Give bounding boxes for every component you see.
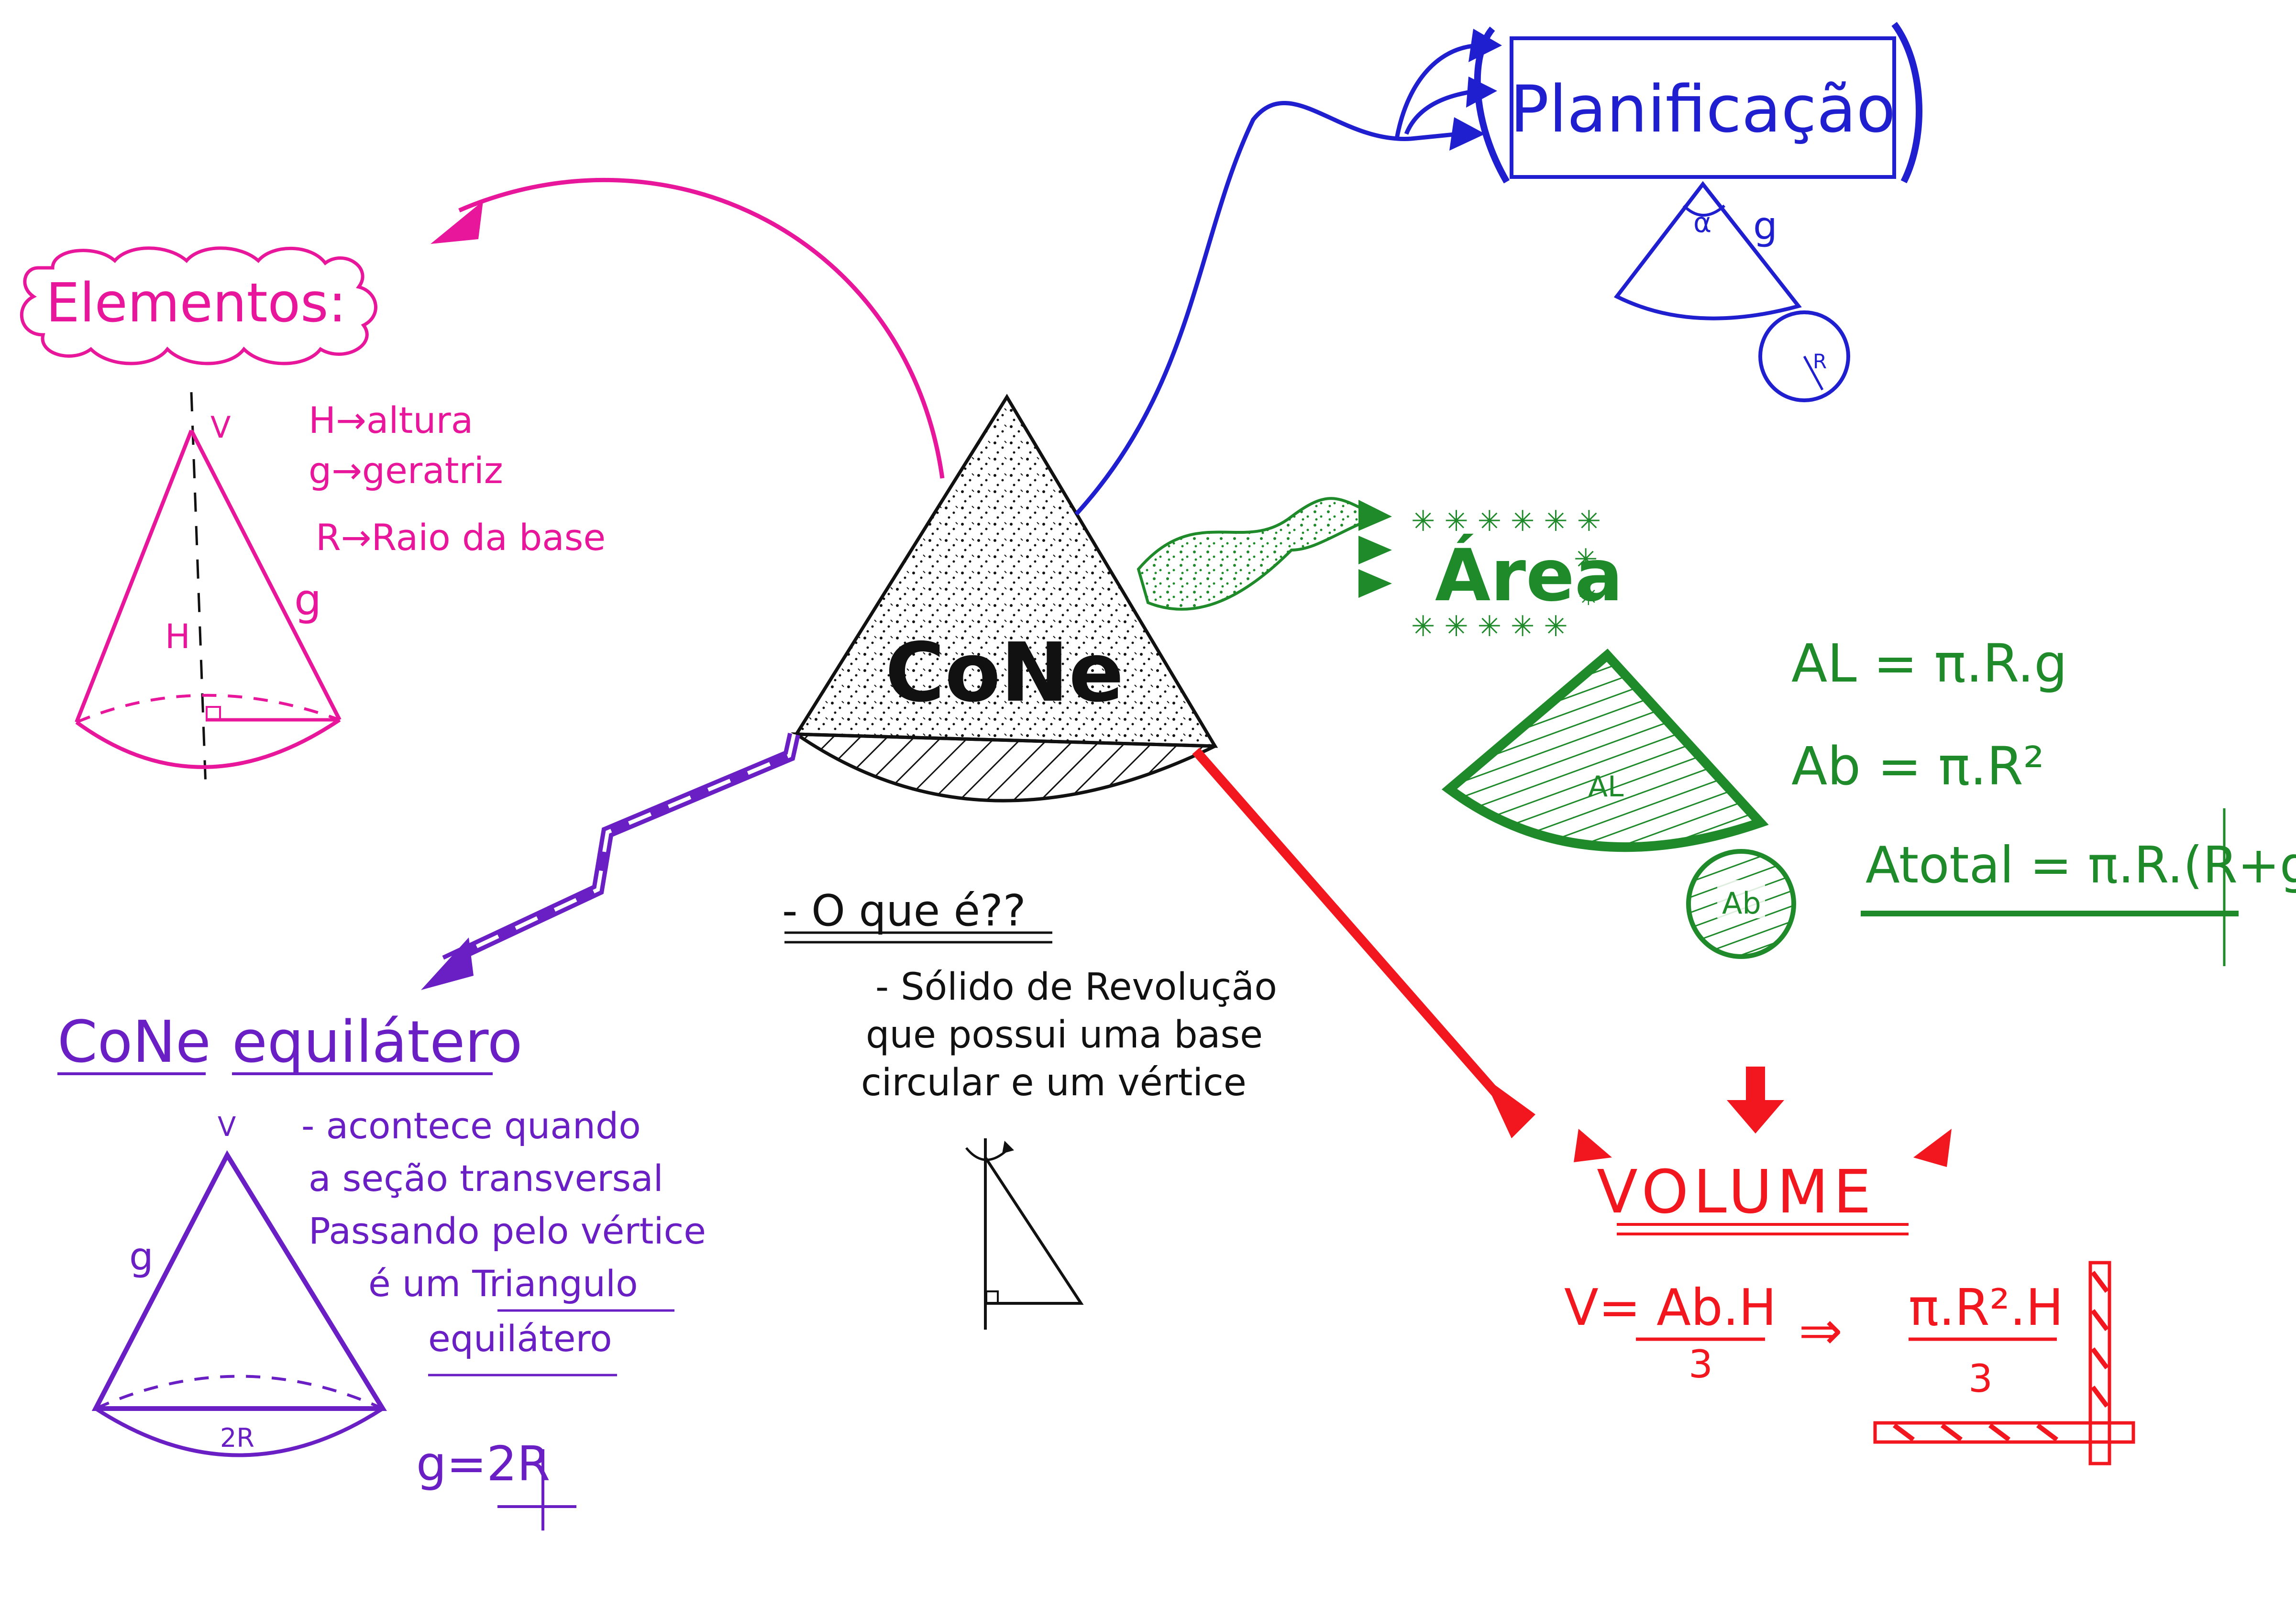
equilatero-result: g=2R xyxy=(416,1436,550,1492)
label-alpha: α xyxy=(1693,206,1711,239)
label-g: g xyxy=(294,575,321,625)
red-connector xyxy=(1192,748,1506,1103)
equilatero-title-part2: equilátero xyxy=(232,1009,522,1076)
elementos-item-2: g→geratriz xyxy=(309,449,503,492)
revolution-triangle xyxy=(984,1156,1084,1305)
svg-text:✳: ✳ xyxy=(1574,543,1598,576)
red-main-arrowhead xyxy=(1483,1076,1535,1138)
central-cone: CoNe xyxy=(791,394,1218,803)
elementos-cloud xyxy=(20,246,377,365)
cone-base-front xyxy=(75,718,341,769)
oque-answer-2: que possui uma base xyxy=(866,1013,1263,1057)
red-arrow-left xyxy=(1574,1129,1612,1162)
label-v-eq: V xyxy=(218,1112,236,1143)
label-al: AL xyxy=(1588,770,1624,804)
base-circle xyxy=(1758,310,1850,402)
equilatero-line-1: - acontece quando xyxy=(301,1104,641,1147)
label-ab: Ab xyxy=(1722,886,1761,921)
volume-formula-right-top: π.R².H xyxy=(1909,1278,2064,1337)
planificacao-branch: Planificação α g R xyxy=(1074,22,1922,516)
equilatero-branch: CoNe equilátero V g 2R - acontece quando… xyxy=(57,733,800,1531)
svg-text:✳: ✳ xyxy=(1578,583,1599,611)
label-g-plan: g xyxy=(1753,204,1777,248)
red-arrow-right xyxy=(1913,1129,1952,1167)
elementos-item-1: H→altura xyxy=(309,399,473,441)
area-wave-connector xyxy=(1137,497,1381,611)
svg-text:✳ ✳ ✳ ✳ ✳ ✳: ✳ ✳ ✳ ✳ ✳ ✳ xyxy=(1411,505,1601,538)
purple-arrowhead xyxy=(421,937,474,990)
purple-connector xyxy=(442,733,800,967)
label-r-plan: R xyxy=(1813,350,1827,373)
oque-answer-1: - Sólido de Revolução xyxy=(875,966,1277,1009)
elementos-title: Elementos: xyxy=(46,272,346,334)
oque-answer-3: circular e um vértice xyxy=(861,1061,1247,1104)
result-box-horizontal xyxy=(1873,1421,2135,1444)
label-h: H xyxy=(165,617,190,656)
oque-branch: - O que é?? - Sólido de Revolução que po… xyxy=(782,886,1277,1330)
blue-arrowhead-3 xyxy=(1449,117,1485,151)
right-angle-mark xyxy=(206,706,221,720)
label-diameter: 2R xyxy=(220,1423,254,1453)
elementos-item-3: R→Raio da base xyxy=(316,516,606,559)
planificacao-scroll xyxy=(1510,36,1896,179)
svg-text:✳ ✳ ✳ ✳ ✳: ✳ ✳ ✳ ✳ ✳ xyxy=(1411,610,1568,643)
planificacao-title: Planificação xyxy=(1510,72,1896,147)
formula-lateral: AL = π.R.g xyxy=(1791,633,2067,694)
volume-branch: VOLUME V= Ab.H 3 ⇒ π.R².H 3 xyxy=(1192,748,2135,1465)
pink-arrowhead xyxy=(430,201,483,244)
equilatero-line-3: Passando pelo vértice xyxy=(309,1210,706,1252)
area-title: Área xyxy=(1435,534,1623,617)
cone-base-back xyxy=(76,694,341,724)
equilatero-line-5: equilátero xyxy=(428,1317,612,1360)
equilatero-title-part1: CoNe xyxy=(57,1009,211,1076)
volume-formula-right-bottom: 3 xyxy=(1968,1356,1993,1401)
sector-shape xyxy=(1613,181,1802,320)
label-v: V xyxy=(210,410,231,445)
equilateral-cone xyxy=(91,1150,387,1411)
equilatero-line-4: é um Triangulo xyxy=(368,1262,638,1305)
result-box-vertical xyxy=(2088,1261,2111,1465)
formula-base: Ab = π.R² xyxy=(1791,736,2044,797)
volume-formula-left-top: V= Ab.H xyxy=(1564,1278,1777,1337)
pink-connector xyxy=(458,177,945,479)
oque-question: - O que é?? xyxy=(782,886,1026,936)
equilatero-line-2: a seção transversal xyxy=(309,1157,663,1200)
red-arrow-down xyxy=(1727,1100,1784,1134)
volume-arrow: ⇒ xyxy=(1799,1300,1843,1361)
label-g-eq: g xyxy=(129,1234,154,1279)
central-title: CoNe xyxy=(885,626,1124,720)
area-branch: Área ✳ ✳ ✳ ✳ ✳ ✳ ✳ ✳ ✳ ✳ ✳ ✳ ✳ AL Ab AL … xyxy=(1137,497,2296,966)
blue-arrowhead-2 xyxy=(1466,77,1497,108)
volume-formula-left-bottom: 3 xyxy=(1689,1342,1713,1387)
lateral-sector xyxy=(1441,649,1769,852)
volume-title: VOLUME xyxy=(1597,1157,1876,1227)
formula-total: Atotal = π.R.(R+g) xyxy=(1866,836,2296,894)
blue-connector xyxy=(1074,101,1459,516)
elementos-branch: Elementos: V H g H→altura g→geratriz R→R… xyxy=(20,177,945,787)
cone-sides xyxy=(75,430,342,723)
